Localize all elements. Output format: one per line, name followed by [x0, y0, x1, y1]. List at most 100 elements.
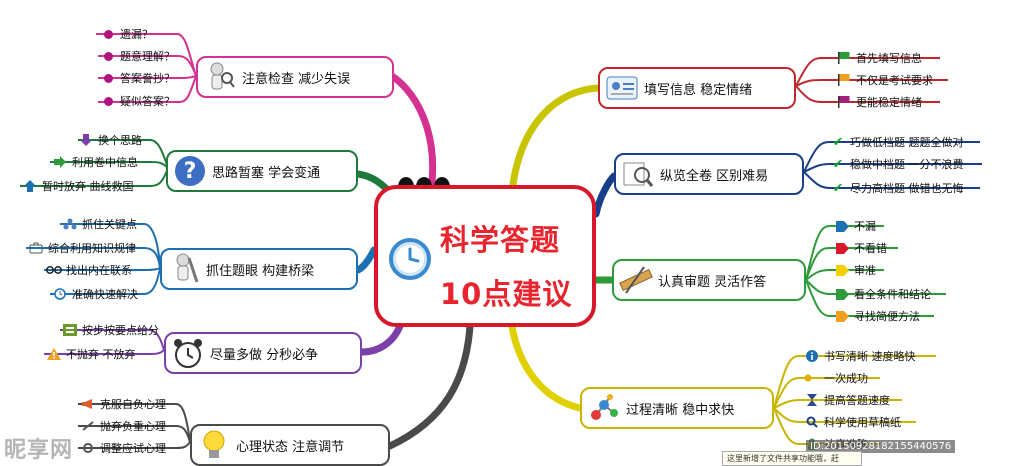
leaf-label: 首先填写信息: [856, 52, 922, 65]
leaf-b2[interactable]: 利用卷中信息: [52, 151, 138, 173]
branch-read[interactable]: 认真审题 灵活作答: [612, 259, 806, 301]
leaf-b2[interactable]: 暂时放弃 曲线救国: [22, 175, 134, 197]
central-topic[interactable]: 科学答题 10点建议: [374, 185, 596, 327]
svg-text:?: ?: [184, 159, 197, 184]
bullet-icon: [103, 96, 113, 106]
leaf-label: 暂时放弃 曲线救国: [42, 180, 134, 193]
robot-magnifier-icon: [198, 58, 242, 96]
leaf-b1[interactable]: 遗漏？: [100, 23, 153, 45]
leaf-b8[interactable]: 看全条件和结论: [834, 283, 931, 305]
leaf-b6[interactable]: 首先填写信息: [836, 47, 922, 69]
branch-time[interactable]: 尽量多做 分秒必争: [164, 332, 362, 374]
branch-mind[interactable]: 心理状态 注意调节: [190, 424, 390, 466]
leaf-b9[interactable]: 科学使用草稿纸: [804, 411, 901, 433]
leaf-b3[interactable]: 抓住关键点: [62, 213, 137, 235]
leaf-b9[interactable]: 提高答题速度: [804, 389, 890, 411]
branch-process[interactable]: 过程清晰 稳中求快: [580, 387, 774, 429]
leaf-b3[interactable]: 准确快速解决: [52, 283, 138, 305]
branch-keypoint[interactable]: 抓住题眼 构建桥梁: [160, 248, 358, 290]
branch-think[interactable]: ? 思路暂塞 学会变通: [166, 150, 358, 192]
pen-icon: [80, 419, 96, 433]
leaf-b6[interactable]: 更能稳定情绪: [836, 91, 922, 113]
leaf-b7[interactable]: ✔尽力高档题 做错也无悔: [830, 177, 964, 199]
branch-label: 认真审题 灵活作答: [658, 274, 767, 290]
branch-label: 抓住题眼 构建桥梁: [206, 263, 315, 279]
arrow-right-icon: [52, 155, 68, 169]
network-icon: [62, 217, 78, 231]
magnifier-icon: [804, 415, 820, 429]
branch-label: 注意检查 减少失误: [242, 71, 351, 87]
branch-info[interactable]: 填写信息 稳定情绪: [598, 67, 796, 109]
leaf-b8[interactable]: 审准: [834, 259, 876, 281]
leaf-label: 抓住关键点: [82, 218, 137, 231]
arrow-up-icon: [22, 179, 38, 193]
alarm-clock-icon: [166, 334, 210, 372]
leaf-b4[interactable]: 不抛弃 不放弃: [46, 343, 136, 365]
leaf-label: 疑似答案？: [120, 95, 175, 108]
key-icon: [804, 371, 820, 385]
glasses-icon: [46, 263, 62, 277]
leaf-label: 提高答题速度: [824, 394, 890, 407]
leaf-b4[interactable]: 按步按要点给分: [62, 319, 159, 341]
leaf-b1[interactable]: 疑似答案？: [100, 90, 175, 112]
central-title-line2: 10点建议: [440, 277, 573, 311]
clock-icon: [389, 238, 431, 280]
tooltip-banner[interactable]: 这里新增了文件共享功能哦，赶: [722, 451, 862, 466]
bullet-icon: [103, 29, 113, 39]
clock-small-icon: [52, 287, 68, 301]
robot-builder-icon: [162, 250, 206, 288]
branch-label: 尽量多做 分秒必争: [210, 347, 319, 363]
leaf-label: 稳做中档题 一分不浪费: [850, 158, 964, 171]
tag-red-icon: [834, 241, 850, 255]
leaf-label: 更能稳定情绪: [856, 96, 922, 109]
leaf-label: 不看错: [854, 242, 887, 255]
info-icon: [804, 349, 820, 363]
branch-overview[interactable]: 纵览全卷 区别难易: [614, 153, 804, 195]
leaf-b6[interactable]: 不仅是考试要求: [836, 69, 933, 91]
leaf-label: 书写清晰 速度略快: [824, 350, 916, 363]
leaf-b8[interactable]: 不看错: [834, 237, 887, 259]
tag-yellow-icon: [834, 263, 850, 277]
watermark-id: ID:20150928182155440576: [806, 440, 956, 453]
flag-green-icon: [836, 51, 852, 65]
branch-label: 填写信息 稳定情绪: [644, 82, 753, 98]
leaf-b3[interactable]: 找出内在联系: [46, 259, 132, 281]
leaf-label: 看全条件和结论: [854, 288, 931, 301]
leaf-b8[interactable]: 不漏: [834, 215, 876, 237]
leaf-b9[interactable]: 书写清晰 速度略快: [804, 345, 916, 367]
central-title-line1: 科学答题: [440, 223, 561, 257]
leaf-b8[interactable]: 寻找简便方法: [834, 305, 920, 327]
checkmark-icon: ✔: [832, 180, 844, 196]
leaf-b7[interactable]: ✔巧做低档题 题题全做对: [830, 131, 964, 153]
leaf-label: 审准: [854, 264, 876, 277]
branch-check[interactable]: 注意检查 减少失误: [196, 56, 394, 98]
leaf-b5[interactable]: 抛弃负重心理: [80, 415, 166, 437]
leaf-b9[interactable]: 一次成功: [804, 367, 868, 389]
gear-icon: [80, 441, 96, 455]
leaf-label: 不仅是考试要求: [856, 74, 933, 87]
leaf-label: 找出内在联系: [66, 264, 132, 277]
leaf-label: 答案誊抄？: [120, 72, 175, 85]
branch-label: 过程清晰 稳中求快: [626, 402, 735, 418]
watermark-site: 昵享网: [4, 438, 74, 463]
leaf-label: 寻找简便方法: [854, 310, 920, 323]
tag-blue-icon: [834, 219, 850, 233]
flag-purple-icon: [836, 95, 852, 109]
leaf-b3[interactable]: 综合利用知识规律: [28, 237, 136, 259]
tag-green-icon: [834, 287, 850, 301]
leaf-b5[interactable]: 克服自负心理: [80, 393, 166, 415]
leaf-b5[interactable]: 调整应试心理: [80, 437, 166, 459]
leaf-label: 克服自负心理: [100, 398, 166, 411]
leaf-label: 不抛弃 不放弃: [66, 348, 136, 361]
leaf-label: 调整应试心理: [100, 442, 166, 455]
megaphone-icon: [80, 397, 96, 411]
leaf-label: 巧做低档题 题题全做对: [850, 136, 964, 149]
document-search-icon: [616, 155, 660, 193]
leaf-b2[interactable]: 换个思路: [78, 129, 142, 151]
leaf-b1[interactable]: 题意理解？: [100, 45, 175, 67]
checkmark-icon: ✔: [832, 156, 844, 172]
warning-icon: [46, 347, 62, 361]
light-bulb-icon: [192, 426, 236, 464]
leaf-b1[interactable]: 答案誊抄？: [100, 67, 175, 89]
leaf-b7[interactable]: ✔ 稳做中档题 一分不浪费: [830, 153, 964, 175]
